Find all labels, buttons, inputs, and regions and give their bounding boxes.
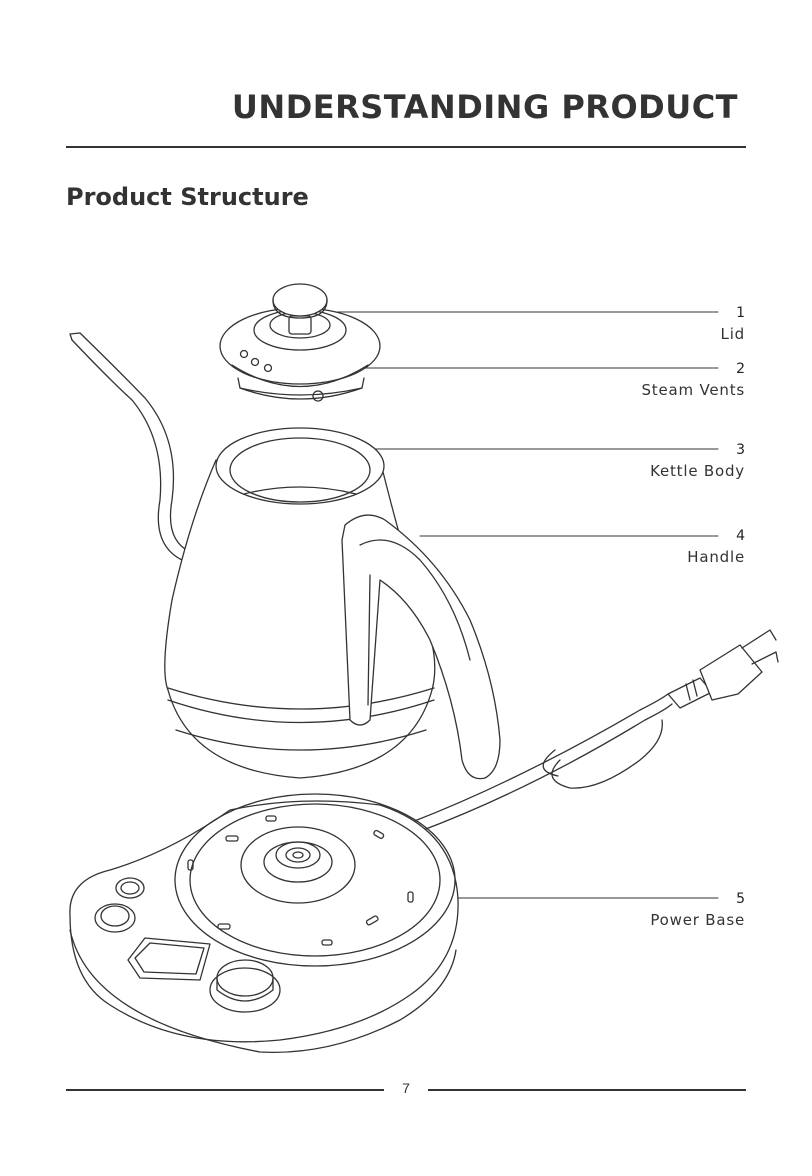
part-number: 4 [687, 527, 745, 545]
part-number: 5 [650, 890, 745, 908]
power-base-drawing [70, 794, 458, 1052]
part-label: Kettle Body [650, 459, 745, 483]
callout-steam-vents: 2 Steam Vents [641, 360, 745, 402]
part-number: 1 [721, 304, 745, 322]
part-label: Handle [687, 545, 745, 569]
callout-lid: 1 Lid [721, 304, 745, 346]
part-label: Steam Vents [641, 378, 745, 402]
part-number: 3 [650, 441, 745, 459]
callout-power-base: 5 Power Base [650, 890, 745, 932]
part-label: Lid [721, 322, 745, 346]
part-label: Power Base [650, 908, 745, 932]
spout-drawing [70, 333, 190, 560]
part-number: 2 [641, 360, 745, 378]
callout-handle: 4 Handle [687, 527, 745, 569]
footer-divider-left [66, 1089, 384, 1091]
callout-kettle-body: 3 Kettle Body [650, 441, 745, 483]
footer-divider-right [428, 1089, 746, 1091]
lid-drawing [220, 284, 380, 401]
page-number: 7 [396, 1080, 416, 1096]
kettle-body-drawing [165, 428, 435, 778]
